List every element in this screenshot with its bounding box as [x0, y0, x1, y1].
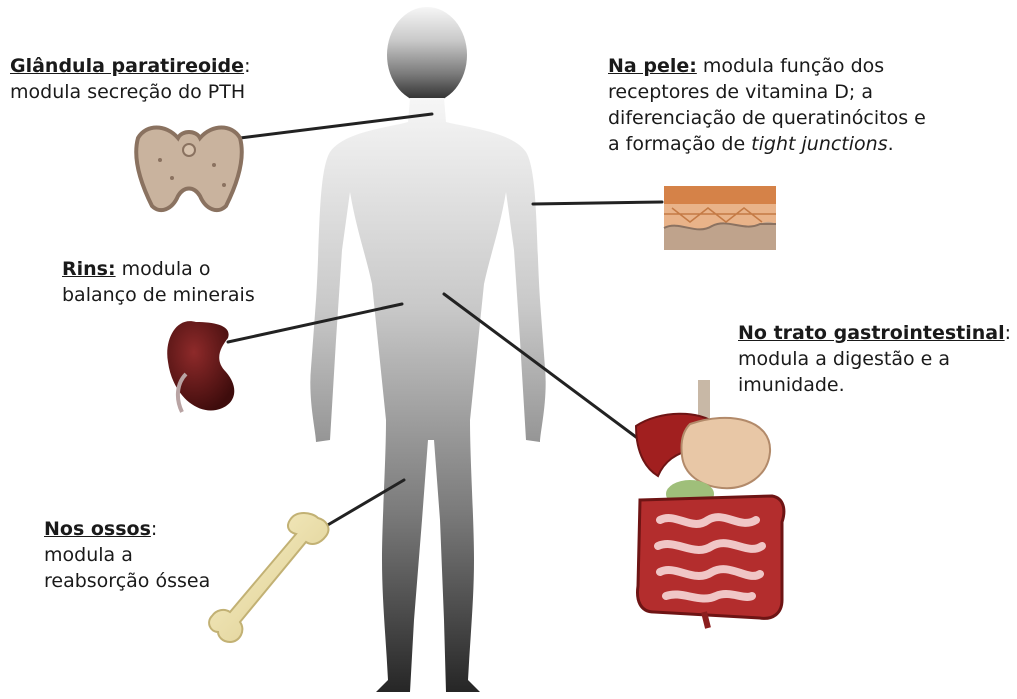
bone-label: Nos ossos: modula a reabsorção óssea	[44, 516, 264, 594]
thyroid-label: Glândula paratireoide: modula secreção d…	[10, 53, 300, 105]
gut-title-colon: :	[1005, 322, 1011, 344]
gut-label: No trato gastrointestinal: modula a dige…	[738, 320, 1013, 398]
silhouette-body	[310, 98, 545, 692]
gut-line3: imunidade.	[738, 372, 1013, 398]
skin-line1: modula função dos	[697, 55, 884, 77]
skin-line4-italic: tight junctions	[751, 133, 887, 155]
skin-section-icon	[664, 186, 776, 250]
bone-title-colon: :	[151, 518, 157, 540]
skin-line2: receptores de vitamina D; a	[608, 79, 980, 105]
kidney-line2: balanço de minerais	[62, 282, 312, 308]
kidney-label: Rins: modula o balanço de minerais	[62, 256, 312, 308]
gut-line2: modula a digestão e a	[738, 346, 1013, 372]
skin-line4: a formação de	[608, 133, 751, 155]
thyroid-title: Glândula paratireoide	[10, 55, 244, 77]
human-silhouette	[310, 7, 545, 692]
gut-title: No trato gastrointestinal	[738, 322, 1005, 344]
thyroid-description: modula secreção do PTH	[10, 79, 300, 105]
kidney-title: Rins:	[62, 258, 116, 280]
kidney-icon	[167, 321, 234, 412]
silhouette-head	[387, 7, 467, 103]
skin-line3: diferenciação de queratinócitos e	[608, 105, 980, 131]
digestive-tract-icon	[636, 380, 784, 628]
thyroid-gland-icon	[136, 128, 242, 211]
bone-line3: reabsorção óssea	[44, 568, 264, 594]
skin-label: Na pele: modula função dos receptores de…	[608, 53, 980, 157]
thyroid-title-colon: :	[244, 55, 250, 77]
kidney-line1: modula o	[116, 258, 211, 280]
bone-line2: modula a	[44, 542, 264, 568]
skin-title: Na pele:	[608, 55, 697, 77]
bone-title: Nos ossos	[44, 518, 151, 540]
skin-line4-end: .	[888, 133, 894, 155]
skin-connector	[533, 202, 662, 204]
